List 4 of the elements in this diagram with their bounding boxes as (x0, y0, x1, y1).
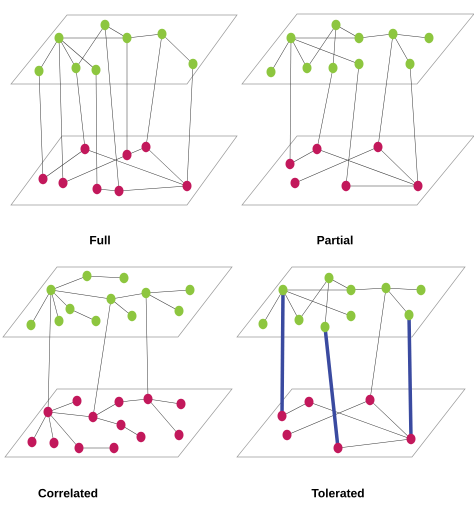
caption: Correlated (38, 488, 98, 498)
caption: Tolerated (312, 488, 364, 498)
caption: Full (90, 236, 110, 244)
caption: Partial (317, 236, 352, 244)
